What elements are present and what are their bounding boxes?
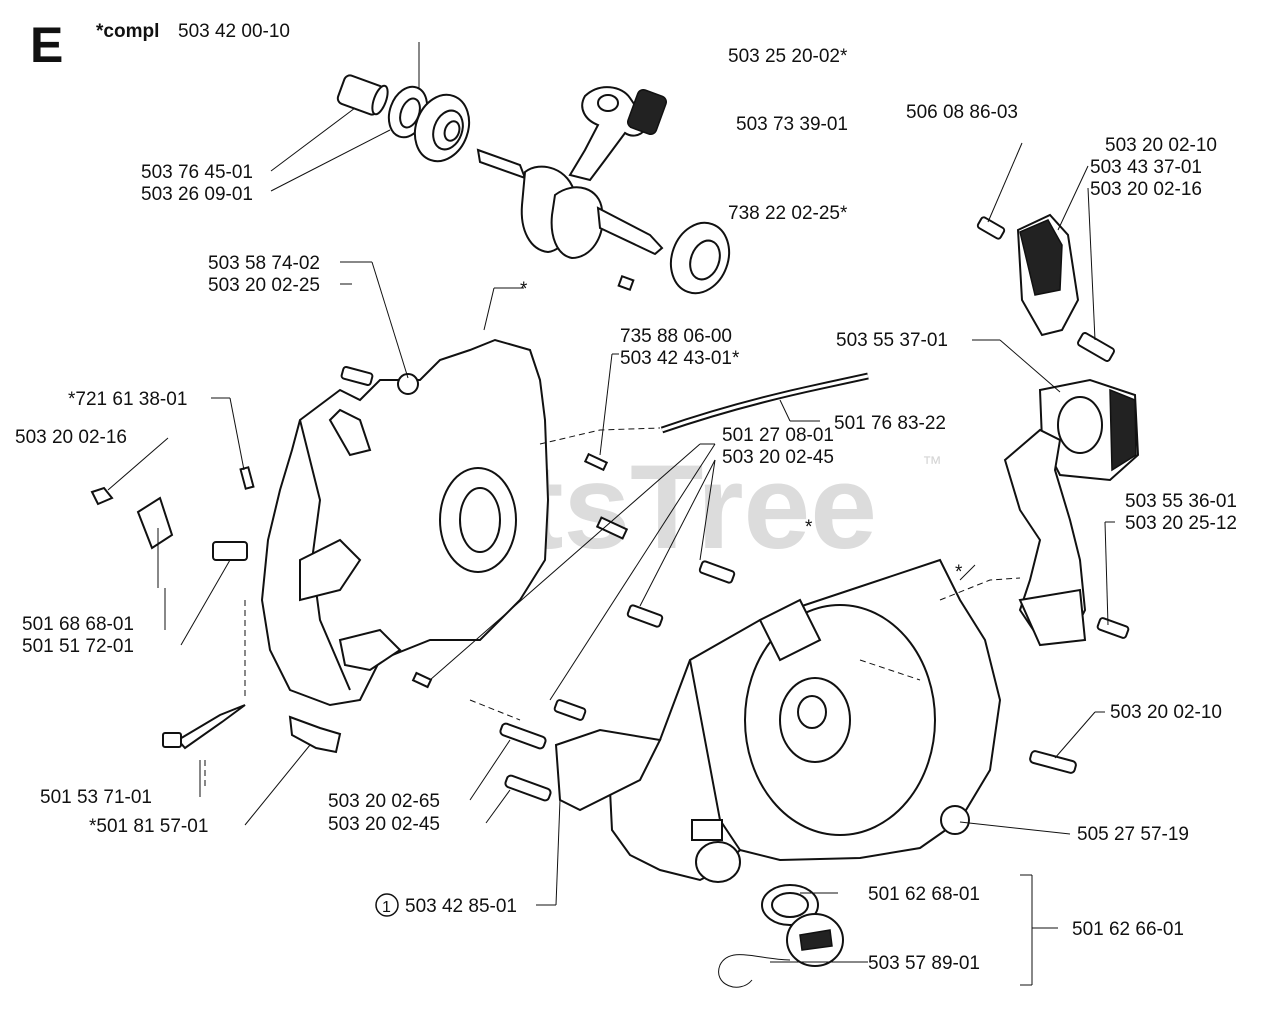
part-number-label: 503 58 74-02 xyxy=(208,253,320,274)
part-number-label: 501 76 83-22 xyxy=(834,413,946,434)
part-number-label: 503 20 02-25 xyxy=(208,275,320,296)
asterisk-marker: * xyxy=(805,517,813,538)
asterisk-marker: * xyxy=(520,279,528,300)
crankshaft-part xyxy=(476,86,667,292)
part-number-label: 503 20 02-16 xyxy=(1090,179,1202,200)
part-number-label: 503 20 02-16 xyxy=(15,427,127,448)
part-number-label: 501 51 72-01 xyxy=(22,636,134,657)
part-number-label: 505 27 57-19 xyxy=(1077,824,1189,845)
part-number-label: 501 53 71-01 xyxy=(40,787,152,808)
part-number-label: 503 26 09-01 xyxy=(141,184,253,205)
part-number-label: 503 55 37-01 xyxy=(836,330,948,351)
part-number-label: 503 73 39-01 xyxy=(736,114,848,135)
fuel-cap-part xyxy=(718,884,844,988)
ball-bearing-left-part xyxy=(413,93,471,163)
part-number-label: 503 20 02-45 xyxy=(328,814,440,835)
part-number-label: 503 25 20-02* xyxy=(728,46,848,67)
part-number-label: 503 43 37-01 xyxy=(1090,157,1202,178)
chain-guide-part xyxy=(1003,428,1130,647)
asterisk-marker: * xyxy=(955,562,963,583)
part-number-label: 735 88 06-00 xyxy=(620,326,732,347)
part-number-label: 738 22 02-25* xyxy=(728,203,848,224)
part-number-label: 503 20 02-10 xyxy=(1110,702,1222,723)
part-number-label: *501 81 57-01 xyxy=(89,816,208,837)
part-number-label: 503 20 02-45 xyxy=(722,447,834,468)
needle-bearing-part xyxy=(336,74,389,116)
section-letter: E xyxy=(30,17,63,73)
right-small-parts xyxy=(499,560,1077,835)
part-number-label: 503 20 02-65 xyxy=(328,791,440,812)
trademark-symbol: ™ xyxy=(922,453,942,475)
part-number-label: 503 42 85-01 xyxy=(405,896,517,917)
part-number-label: 503 42 43-01* xyxy=(620,348,740,369)
part-number-label: 503 55 36-01 xyxy=(1125,491,1237,512)
right-crankcase-part xyxy=(554,558,1002,883)
part-number-label: 506 08 86-03 xyxy=(906,102,1018,123)
ball-bearing-right-part xyxy=(669,221,731,295)
compl-number: 503 42 00-10 xyxy=(178,21,290,42)
part-number-label: 501 27 08-01 xyxy=(722,425,834,446)
bracket-part xyxy=(976,213,1115,362)
part-number-label: *721 61 38-01 xyxy=(68,389,187,410)
compl-prefix: *compl xyxy=(96,21,159,42)
part-number-labels: 503 25 20-02* 503 73 39-01 506 08 86-03 … xyxy=(15,46,1237,974)
left-small-parts xyxy=(90,365,629,754)
reference-marker-circle xyxy=(375,893,399,917)
part-number-label: 501 62 68-01 xyxy=(868,884,980,905)
part-number-label: 501 68 68-01 xyxy=(22,614,134,635)
part-number-label: 501 62 66-01 xyxy=(1072,919,1184,940)
part-number-label: 503 76 45-01 xyxy=(141,162,253,183)
part-number-label: 503 57 89-01 xyxy=(868,953,980,974)
left-crankcase-part xyxy=(260,338,550,707)
reference-marker-number: 1 xyxy=(382,899,391,916)
part-number-label: 503 20 02-10 xyxy=(1105,135,1217,156)
part-number-label: 503 20 25-12 xyxy=(1125,513,1237,534)
cover-part xyxy=(1038,378,1140,482)
leader-lines xyxy=(107,42,1115,986)
